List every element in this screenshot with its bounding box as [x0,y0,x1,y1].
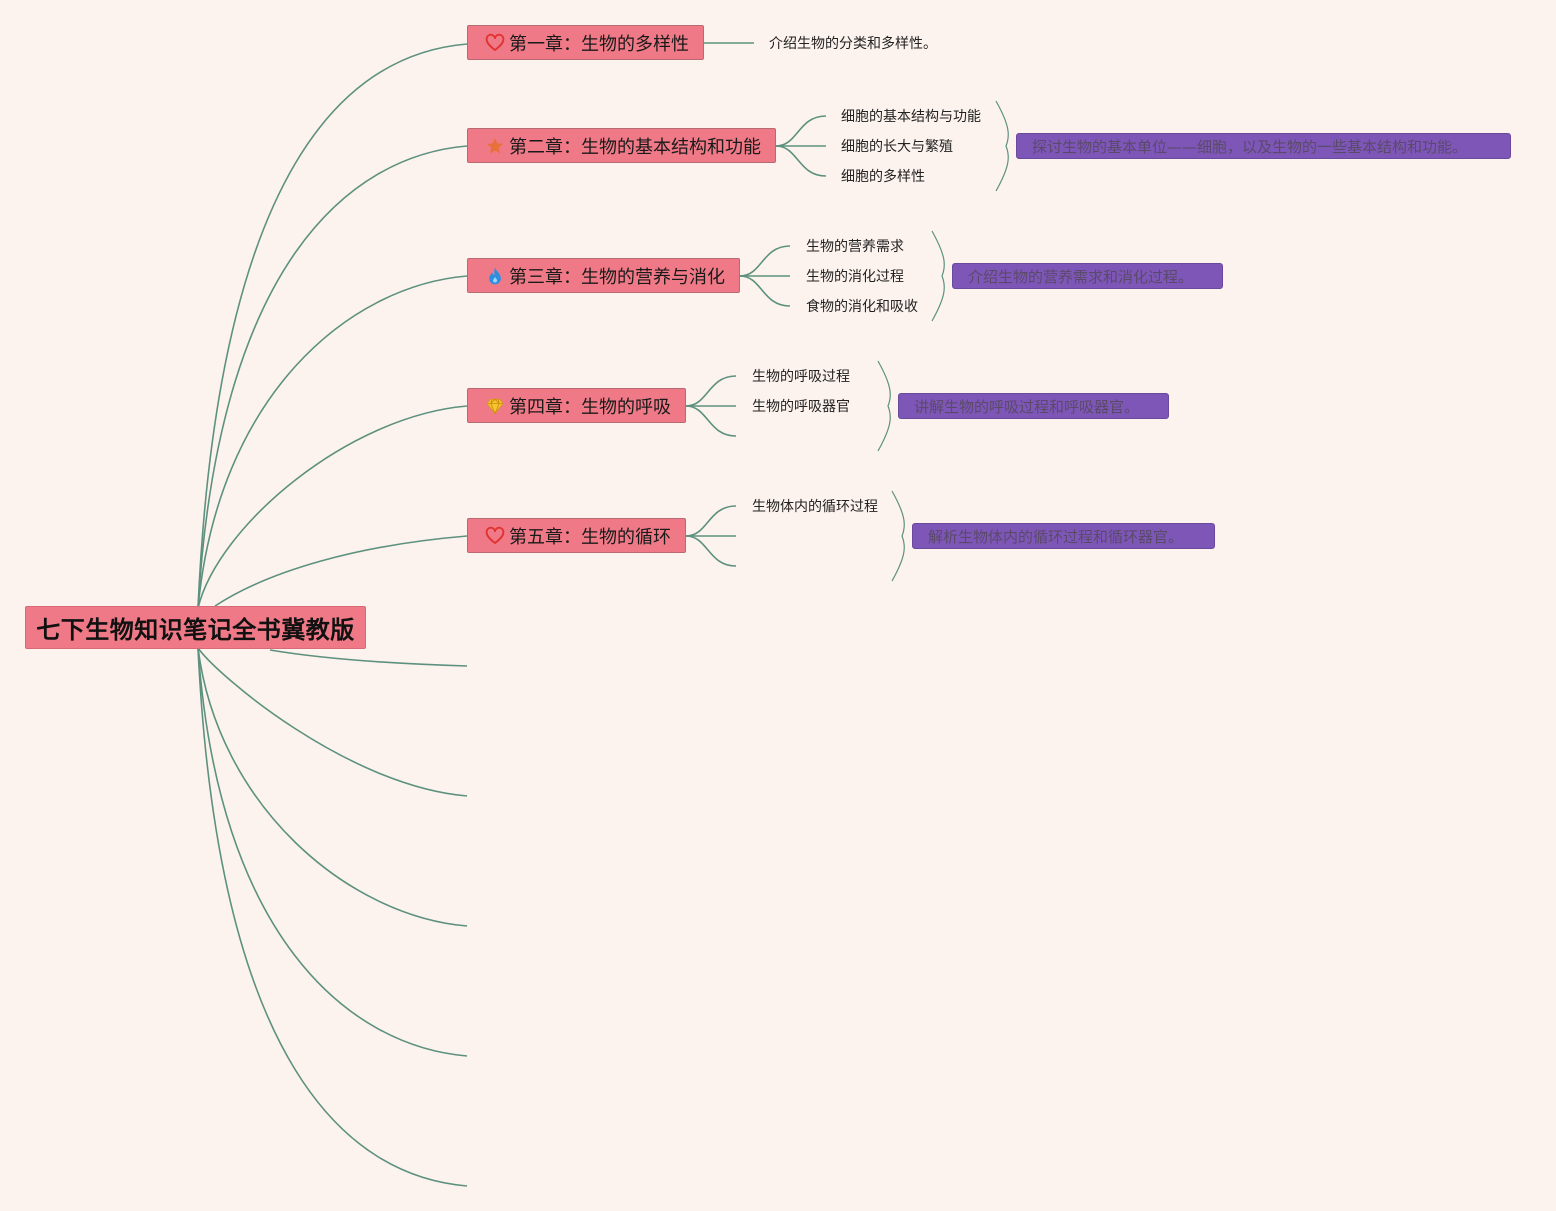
chapter-title: 第二章：生物的基本结构和功能 [509,136,761,158]
chapter-title: 第三章：生物的营养与消化 [509,266,725,288]
subtopic-item[interactable]: 细胞的多样性 [841,169,925,185]
summary-text: 介绍生物的营养需求和消化过程。 [968,267,1194,286]
chapter-2-summary[interactable]: 探讨生物的基本单位——细胞，以及生物的一些基本结构和功能。 [1016,133,1511,159]
summary-bracket [931,230,945,322]
subtopic-branch-line [739,245,791,277]
subtopic-branch-line [685,505,737,537]
root-branch-line [197,275,468,609]
summary-bracket [877,360,891,452]
chapter-title: 第五章：生物的循环 [509,526,671,548]
subtopic-item[interactable]: 细胞的基本结构与功能 [841,109,981,125]
summary-text: 解析生物体内的循环过程和循环器官。 [928,527,1184,546]
heart-icon [485,33,505,53]
subtopic-branch-line [685,405,737,437]
subtopic-item[interactable]: 细胞的长大与繁殖 [841,139,953,155]
chapter-node-3[interactable]: 第三章：生物的营养与消化 [467,258,740,293]
subtopic-branch-line [775,115,827,147]
chapter-3-summary[interactable]: 介绍生物的营养需求和消化过程。 [952,263,1223,289]
root-branch-line [197,647,468,1187]
summary-bracket [891,490,905,582]
summary-bracket [995,100,1009,192]
subtopic-item[interactable]: 生物的呼吸器官 [752,399,850,415]
root-branch-line [197,647,468,797]
subtopic-item[interactable]: 生物的呼吸过程 [752,369,850,385]
root-branch-line [197,43,468,609]
summary-text: 讲解生物的呼吸过程和呼吸器官。 [914,397,1140,416]
subtopic-branch-line [739,275,791,307]
gem-icon [485,396,505,416]
chapter-node-1[interactable]: 第一章：生物的多样性 [467,25,704,60]
chapter-node-4[interactable]: 第四章：生物的呼吸 [467,388,686,423]
subtopic-item[interactable]: 食物的消化和吸收 [806,299,918,315]
chapter-title: 第四章：生物的呼吸 [509,396,671,418]
subtopic-item[interactable]: 生物的营养需求 [806,239,904,255]
chapter-4-summary[interactable]: 讲解生物的呼吸过程和呼吸器官。 [898,393,1169,419]
chapter-node-2[interactable]: 第二章：生物的基本结构和功能 [467,128,776,163]
root-title: 七下生物知识笔记全书冀教版 [36,616,355,644]
root-branch-line [197,405,468,609]
chapter-5-summary[interactable]: 解析生物体内的循环过程和循环器官。 [912,523,1215,549]
summary-text: 探讨生物的基本单位——细胞，以及生物的一些基本结构和功能。 [1032,137,1468,156]
star-icon [485,136,505,156]
subtopic-branch-line [685,375,737,407]
root-branch-line [269,649,468,667]
heart-icon [485,526,505,546]
chapter-node-5[interactable]: 第五章：生物的循环 [467,518,686,553]
subtopic-item[interactable]: 生物的消化过程 [806,269,904,285]
chapter-1-summary: 介绍生物的分类和多样性。 [769,36,937,52]
root-branch-line [214,535,468,607]
chapter-title: 第一章：生物的多样性 [509,33,689,55]
root-branch-line [197,647,468,1057]
root-branch-line [197,145,468,609]
subtopic-branch-line [775,145,827,177]
flame-icon [485,266,505,286]
root-branch-line [197,647,468,927]
subtopic-item[interactable]: 生物体内的循环过程 [752,499,878,515]
root-node[interactable]: 七下生物知识笔记全书冀教版 [25,606,366,649]
subtopic-branch-line [685,535,737,567]
